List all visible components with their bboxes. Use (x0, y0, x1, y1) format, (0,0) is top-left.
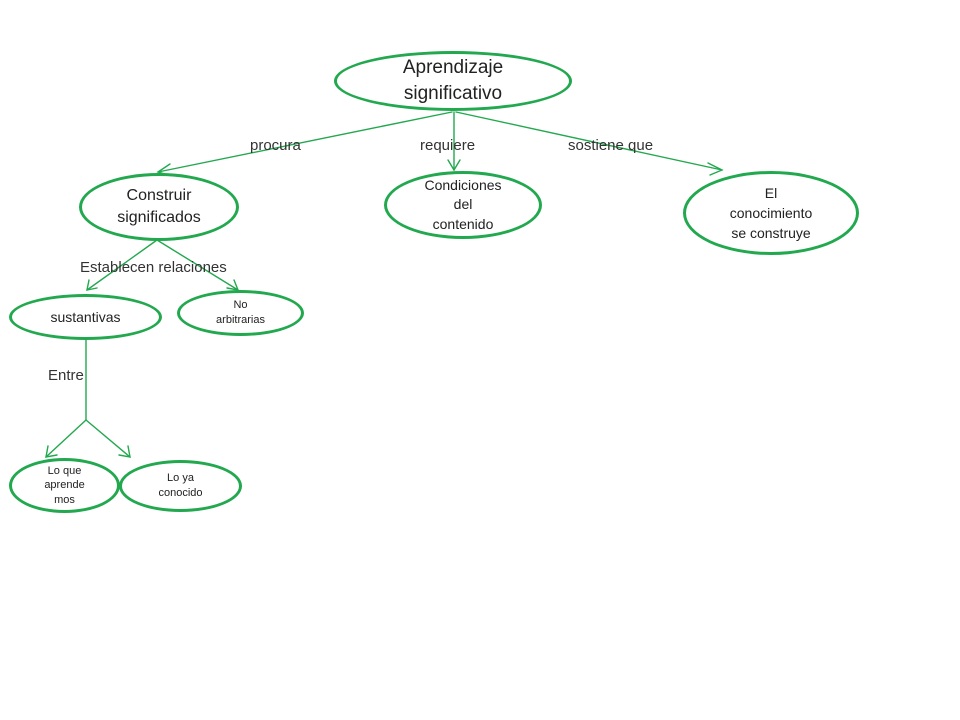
node-el-conocimiento: El conocimiento se construye (683, 171, 859, 255)
connector-entre (45, 339, 131, 458)
node-lo-que-aprendemos: Lo que aprende mos (9, 458, 120, 513)
connector-requiere (447, 111, 461, 172)
node-sustantivas: sustantivas (9, 294, 162, 340)
link-label-procura: procura (250, 137, 301, 154)
node-condiciones-del-contenido: Condiciones del contenido (384, 171, 542, 239)
connector-establecen (86, 239, 240, 291)
node-lo-ya-conocido: Lo ya conocido (119, 460, 242, 512)
node-construir-significados: Construir significados (79, 173, 239, 241)
link-label-requiere: requiere (420, 137, 476, 154)
node-no-arbitrarias: No arbitrarias (177, 290, 304, 336)
node-aprendizaje-significativo: Aprendizaje significativo (334, 51, 572, 111)
connector-sostiene (455, 111, 724, 176)
link-label-establecen-relaciones: Establecen relaciones (80, 259, 227, 276)
link-label-entre: Entre (48, 367, 84, 384)
connector-procura (156, 111, 453, 177)
link-label-sostiene-que: sostiene que (568, 137, 654, 154)
